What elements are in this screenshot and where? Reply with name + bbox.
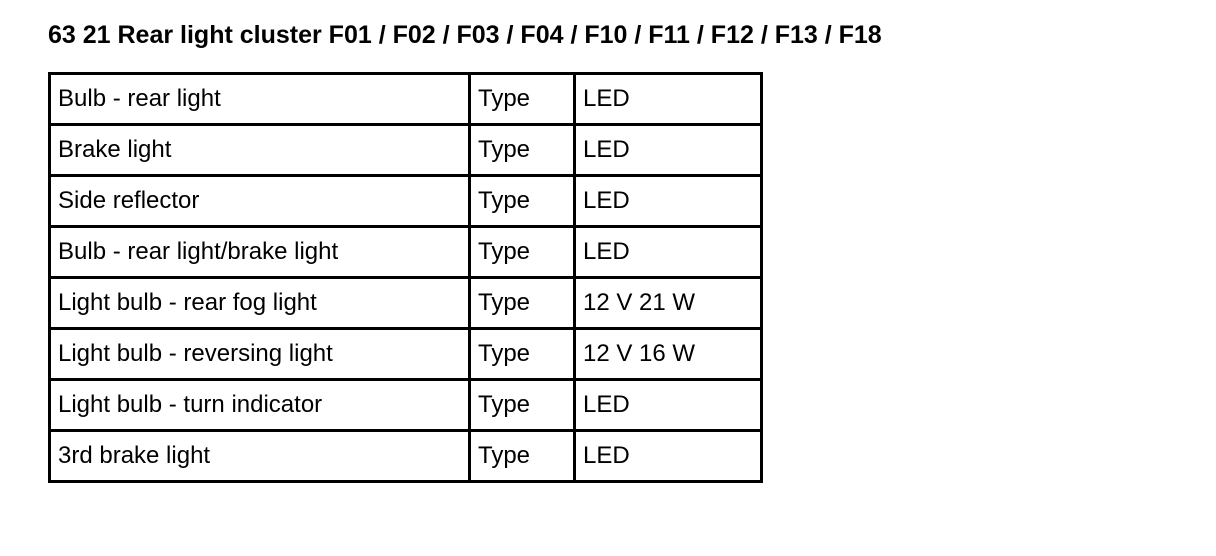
cell-property: Type	[468, 225, 576, 279]
cell-value: 12 V 21 W	[573, 276, 763, 330]
table-row: Bulb - rear light/brake light Type LED	[48, 225, 763, 279]
cell-component: Bulb - rear light/brake light	[48, 225, 471, 279]
cell-property: Type	[468, 327, 576, 381]
cell-component: Brake light	[48, 123, 471, 177]
cell-value: 12 V 16 W	[573, 327, 763, 381]
cell-property: Type	[468, 276, 576, 330]
cell-value: LED	[573, 225, 763, 279]
table-row: Brake light Type LED	[48, 123, 763, 177]
cell-property: Type	[468, 174, 576, 228]
rear-light-cluster-spec-table: Bulb - rear light Type LED Brake light T…	[48, 72, 763, 483]
cell-property: Type	[468, 429, 576, 483]
cell-value: LED	[573, 378, 763, 432]
cell-value: LED	[573, 72, 763, 126]
cell-component: 3rd brake light	[48, 429, 471, 483]
cell-value: LED	[573, 123, 763, 177]
table-row: Light bulb - reversing light Type 12 V 1…	[48, 327, 763, 381]
cell-property: Type	[468, 72, 576, 126]
cell-component: Light bulb - turn indicator	[48, 378, 471, 432]
cell-property: Type	[468, 123, 576, 177]
cell-component: Light bulb - reversing light	[48, 327, 471, 381]
cell-value: LED	[573, 174, 763, 228]
table-body: Bulb - rear light Type LED Brake light T…	[48, 72, 763, 483]
cell-component: Light bulb - rear fog light	[48, 276, 471, 330]
table-row: Bulb - rear light Type LED	[48, 72, 763, 126]
cell-value: LED	[573, 429, 763, 483]
table-row: 3rd brake light Type LED	[48, 429, 763, 483]
cell-property: Type	[468, 378, 576, 432]
cell-component: Side reflector	[48, 174, 471, 228]
table-row: Light bulb - rear fog light Type 12 V 21…	[48, 276, 763, 330]
table-row: Side reflector Type LED	[48, 174, 763, 228]
table-row: Light bulb - turn indicator Type LED	[48, 378, 763, 432]
cell-component: Bulb - rear light	[48, 72, 471, 126]
page-title: 63 21 Rear light cluster F01 / F02 / F03…	[48, 21, 882, 49]
